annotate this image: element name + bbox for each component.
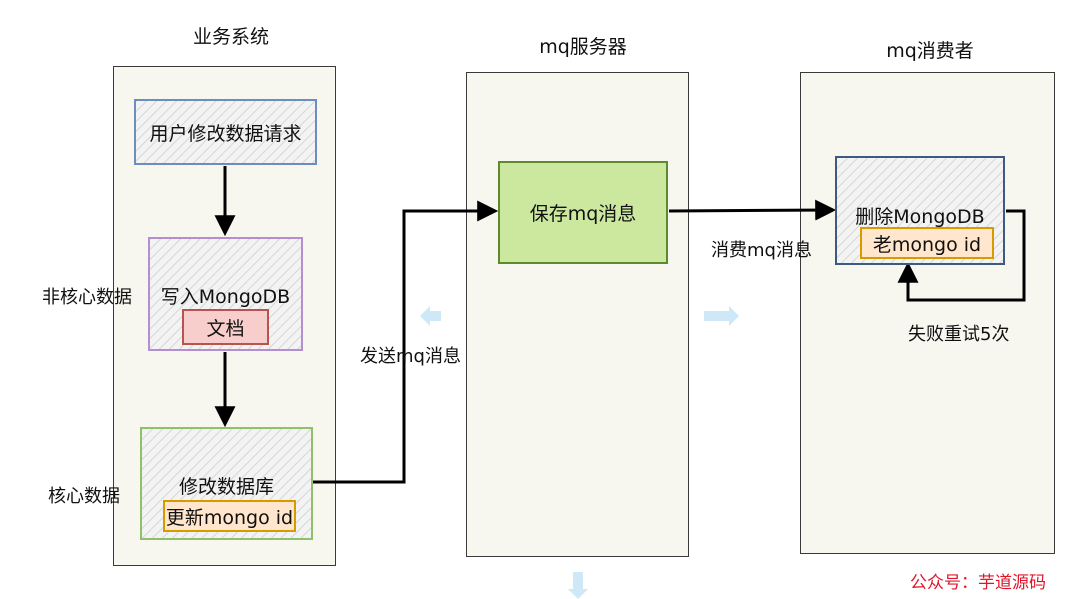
write-mongodb-label: 写入MongoDB [160,286,291,308]
mq-server-title: mq服务器 [539,36,627,58]
business-system-title: 业务系统 [192,26,269,48]
document-box: 文档 [182,309,269,345]
arrow-consume-mq [668,199,837,221]
mq-consumer-lane [800,72,1055,554]
consume-mq-message-label: 消费mq消息 [711,240,812,261]
watermark: 公众号：芋道源码 [910,573,1046,593]
arrow-send-mq [313,200,499,484]
save-mq-message-label: 保存mq消息 [529,203,637,225]
mq-server-lane [466,72,689,557]
faint-right-arrow [704,306,739,326]
save-mq-message-box: 保存mq消息 [498,161,668,264]
send-mq-message-label: 发送mq消息 [360,346,461,367]
delete-mongodb-label: 删除MongoDB [855,206,985,228]
old-mongo-id-label: 老mongo id [872,233,982,256]
update-mongo-id-box: 更新mongo id [163,500,296,532]
arrow-retry-loop [897,209,1026,302]
write-mongodb-box: 写入MongoDB [148,237,303,351]
retry-label: 失败重试5次 [908,324,1010,345]
core-data-label: 核心数据 [48,486,120,507]
non-core-data-label: 非核心数据 [42,287,132,308]
document-label: 文档 [206,317,245,340]
user-request-label: 用户修改数据请求 [149,122,302,145]
old-mongo-id-box: 老mongo id [860,227,994,259]
faint-left-arrow [420,306,441,326]
update-database-label: 修改数据库 [178,476,274,498]
mq-consumer-title: mq消费者 [886,40,974,62]
user-request-box: 用户修改数据请求 [134,99,317,165]
faint-down-arrow [568,572,588,599]
update-mongo-id-label: 更新mongo id [165,506,294,529]
